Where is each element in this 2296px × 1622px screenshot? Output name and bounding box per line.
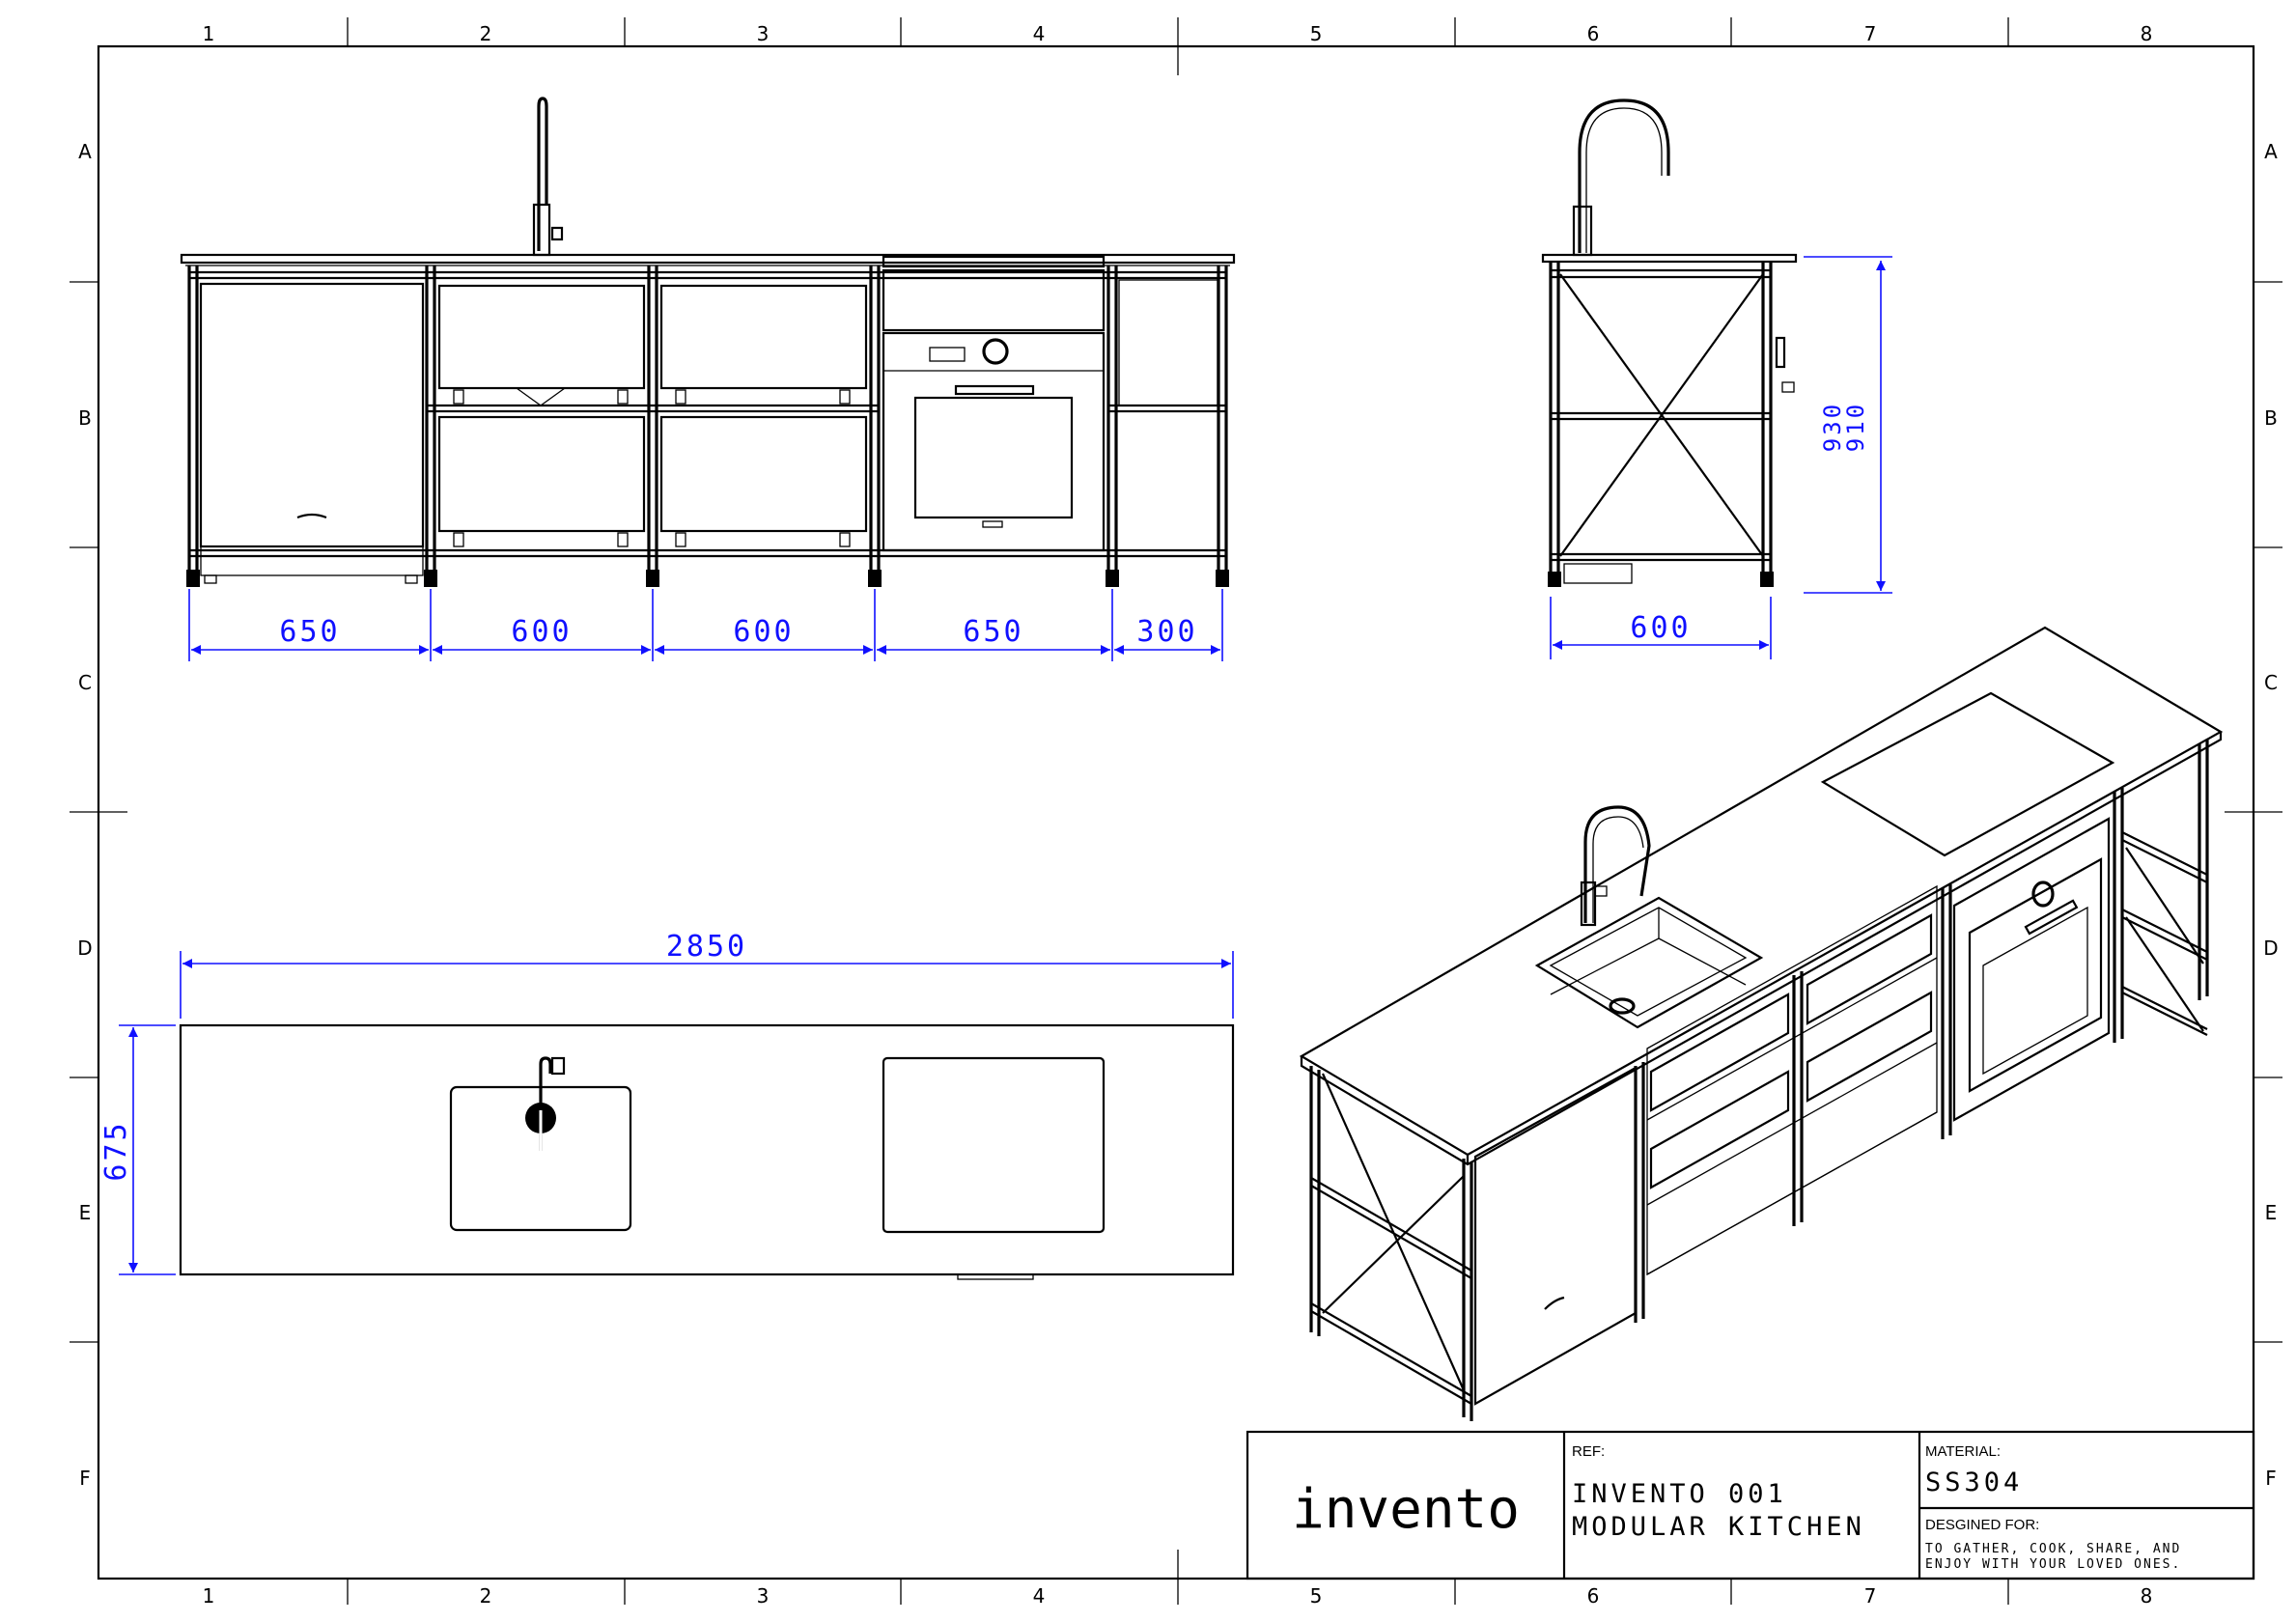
row-label-left-c: C <box>78 671 92 694</box>
col-label-bottom-4: 4 <box>1033 1584 1046 1608</box>
col-label-bottom-5: 5 <box>1310 1584 1323 1608</box>
col-label-top-1: 1 <box>203 22 215 45</box>
row-label-left-d: D <box>77 937 92 960</box>
col-label-top-2: 2 <box>480 22 492 45</box>
dim-height-910: 910 <box>1842 402 1869 452</box>
top-view <box>179 1023 1235 1280</box>
dim-600-second: 600 <box>733 615 794 649</box>
dim-depth-675: 675 <box>99 1120 133 1181</box>
col-label-top-6: 6 <box>1587 22 1600 45</box>
isometric-view <box>1299 626 2224 1421</box>
designed-for-line-1: TO GATHER, COOK, SHARE, AND <box>1925 1542 2181 1556</box>
row-label-right-f: F <box>2265 1467 2277 1490</box>
front-elevation-view <box>180 97 1236 587</box>
ref-label: REF: <box>1572 1443 1605 1460</box>
col-label-top-8: 8 <box>2141 22 2153 45</box>
designed-for-line-2: ENJOY WITH YOUR LOVED ONES. <box>1925 1557 2181 1572</box>
col-label-top-7: 7 <box>1864 22 1877 45</box>
dim-650-right: 650 <box>963 615 1023 649</box>
row-label-right-b: B <box>2264 406 2278 430</box>
col-label-bottom-2: 2 <box>480 1584 492 1608</box>
dim-length-2850: 2850 <box>666 930 747 964</box>
col-label-top-3: 3 <box>757 22 770 45</box>
col-label-bottom-7: 7 <box>1864 1584 1877 1608</box>
row-label-left-b: B <box>78 406 92 430</box>
row-label-left-e: E <box>79 1201 92 1224</box>
row-label-left-f: F <box>79 1467 91 1490</box>
row-label-right-e: E <box>2265 1201 2278 1224</box>
col-label-bottom-8: 8 <box>2141 1584 2153 1608</box>
side-elevation-view <box>1541 98 1798 587</box>
col-label-top-5: 5 <box>1310 22 1323 45</box>
dim-side-600: 600 <box>1630 611 1691 645</box>
row-label-right-a: A <box>2264 140 2278 163</box>
ref-line-2: MODULAR KITCHEN <box>1572 1512 1865 1542</box>
row-label-left-a: A <box>78 140 92 163</box>
row-label-right-c: C <box>2264 671 2278 694</box>
side-dimensions: 930 910 600 <box>1550 256 1892 659</box>
material-label: MATERIAL: <box>1925 1443 2001 1460</box>
dim-650-left: 650 <box>279 615 340 649</box>
designed-for-label: DESGINED FOR: <box>1925 1517 2039 1533</box>
dim-300: 300 <box>1136 615 1197 649</box>
col-label-bottom-1: 1 <box>203 1584 215 1608</box>
ref-line-1: INVENTO 001 <box>1572 1479 1787 1509</box>
dim-600-first: 600 <box>511 615 572 649</box>
material-value: SS304 <box>1925 1468 2023 1497</box>
top-dimensions: 2850 675 <box>99 930 1234 1275</box>
front-dimensions: 650 600 600 650 300 <box>188 589 1223 661</box>
col-label-bottom-6: 6 <box>1587 1584 1600 1608</box>
col-label-bottom-3: 3 <box>757 1584 770 1608</box>
title-block: invento REF: INVENTO 001 MODULAR KITCHEN… <box>1246 1430 2255 1580</box>
drawing-frame: 1 2 3 4 5 6 7 8 1 2 3 4 5 6 7 8 A B C D … <box>70 17 2282 1608</box>
dim-height-930: 930 <box>1819 402 1846 452</box>
row-label-right-d: D <box>2263 937 2278 960</box>
brand-logo: invento <box>1292 1478 1520 1541</box>
col-label-top-4: 4 <box>1033 22 1046 45</box>
